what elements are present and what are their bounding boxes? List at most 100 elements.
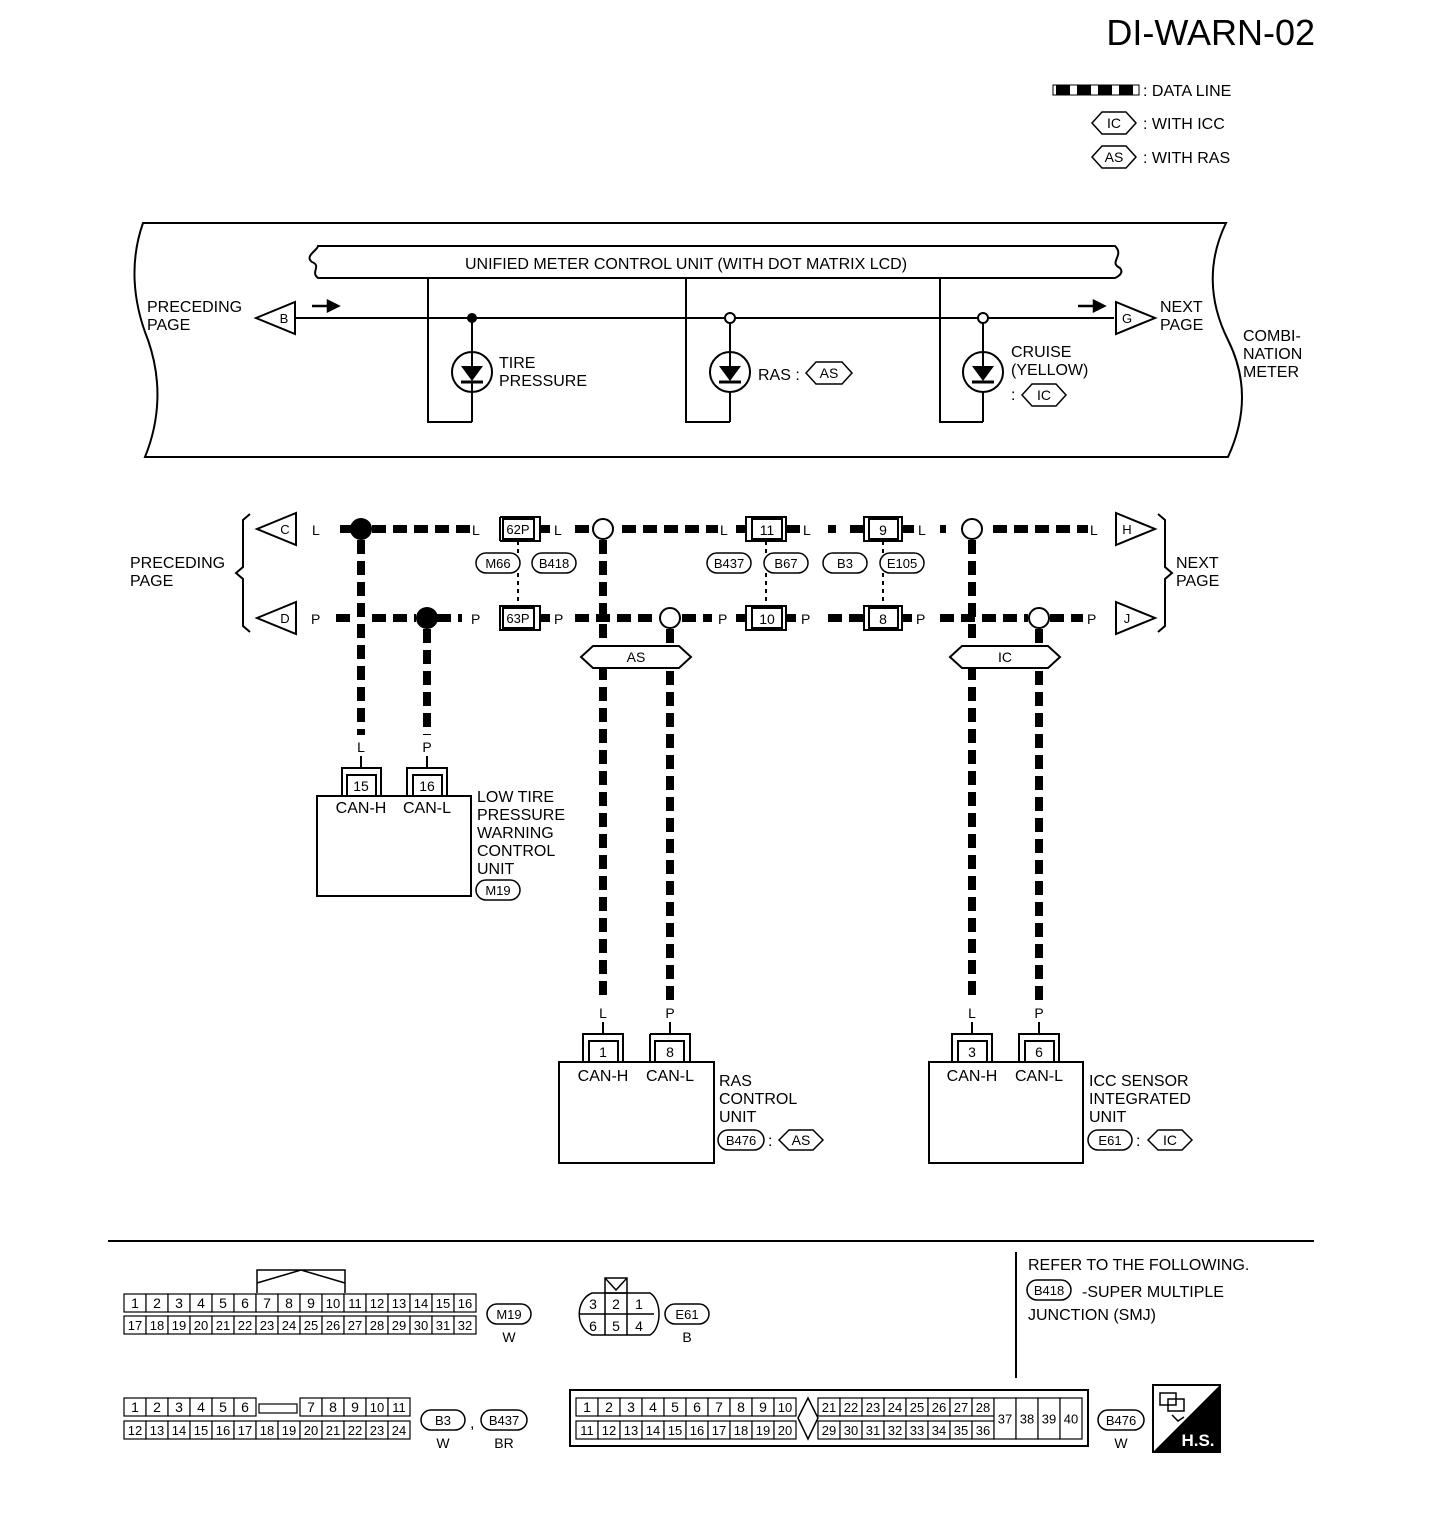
connector-m66-tag[interactable]: M66 bbox=[475, 552, 521, 574]
legend-ras-badge bbox=[1090, 145, 1138, 169]
can-connector-c[interactable] bbox=[254, 511, 297, 547]
tire-pressure-lamp-icon bbox=[451, 318, 493, 422]
wire-label-l-7: L bbox=[1090, 522, 1098, 538]
m19-pin-3: 3 bbox=[175, 1295, 183, 1311]
refer-connector-tag[interactable] bbox=[1026, 1279, 1072, 1301]
b476-pin-39: 39 bbox=[1042, 1412, 1056, 1427]
drop-label-l-icc: L bbox=[968, 1005, 976, 1021]
e61-pin-3: 3 bbox=[589, 1296, 597, 1312]
m19-pin-20: 20 bbox=[194, 1318, 208, 1333]
combination-meter-label-3: METER bbox=[1243, 364, 1299, 381]
e61-tag[interactable] bbox=[664, 1303, 710, 1325]
b476-tag[interactable] bbox=[1097, 1409, 1145, 1431]
b476-color: W bbox=[1114, 1435, 1128, 1451]
m19-tag[interactable] bbox=[486, 1303, 532, 1325]
connector-b418-label: B418 bbox=[539, 556, 569, 571]
m19-pin-17: 17 bbox=[128, 1318, 142, 1333]
m19-pin-16: 16 bbox=[458, 1296, 472, 1311]
b476-pin-25: 25 bbox=[910, 1400, 924, 1415]
pin-9-label: 9 bbox=[879, 522, 887, 538]
wire-label-l-1: L bbox=[312, 522, 320, 538]
b437-tag-label: B437 bbox=[489, 1413, 519, 1428]
connector-b437-tag[interactable]: B437 bbox=[706, 552, 752, 574]
icc-connector-label: E61 bbox=[1098, 1133, 1121, 1148]
ras-colon: : bbox=[768, 1133, 772, 1150]
low-tire-pressure-unit: 15 16 CAN-H CAN-L LOW TIRE PRESSURE WARN… bbox=[316, 767, 565, 901]
b476-pin-10: 10 bbox=[778, 1400, 792, 1415]
ras-pin-1: 1 bbox=[599, 1044, 607, 1060]
pin-9[interactable]: 9 bbox=[863, 516, 903, 542]
connector-b67-tag[interactable]: B67 bbox=[763, 552, 809, 574]
pin-11[interactable]: 11 bbox=[745, 516, 787, 542]
b476-pin-1: 1 bbox=[583, 1399, 591, 1415]
splice-p-ras bbox=[659, 607, 681, 629]
legend: : DATA LINE IC : WITH ICC AS : WITH RAS bbox=[1052, 83, 1231, 169]
low-tire-connector-tag[interactable] bbox=[475, 879, 521, 901]
b3-pin-11-cell bbox=[387, 1397, 411, 1417]
pin-8-label: 8 bbox=[879, 611, 887, 627]
branch-as-badge bbox=[579, 645, 693, 669]
b3-tag[interactable] bbox=[420, 1409, 466, 1431]
ras-connector-tag[interactable] bbox=[717, 1129, 765, 1151]
b3-pin-6-cell bbox=[233, 1397, 257, 1417]
ras-name-3: UNIT bbox=[719, 1109, 757, 1126]
legend-icc-badge-label: IC bbox=[1107, 115, 1121, 131]
m19-pin-26: 26 bbox=[326, 1318, 340, 1333]
wire-label-p-4: P bbox=[718, 611, 727, 627]
connector-b3-tag[interactable]: B3 bbox=[822, 552, 868, 574]
b437-tag[interactable] bbox=[480, 1409, 528, 1431]
can-connector-d[interactable] bbox=[254, 600, 297, 636]
splice-l-icc bbox=[961, 518, 983, 540]
b476-tag-label: B476 bbox=[1106, 1413, 1136, 1428]
m19-pin-7: 7 bbox=[263, 1295, 271, 1311]
legend-data-line-text: : DATA LINE bbox=[1143, 83, 1231, 100]
can-connector-h[interactable] bbox=[1115, 511, 1158, 547]
b476-pin-38: 38 bbox=[1020, 1412, 1034, 1427]
pin-62p[interactable]: 62P bbox=[499, 516, 541, 542]
splice-p-icc bbox=[1028, 607, 1050, 629]
legend-ras-badge-label: AS bbox=[1105, 149, 1124, 165]
b3-pin-9: 9 bbox=[351, 1399, 359, 1415]
m19-pin-12: 12 bbox=[370, 1296, 384, 1311]
b476-pin-14: 14 bbox=[646, 1423, 660, 1438]
m19-tag-label: M19 bbox=[496, 1307, 521, 1322]
m19-color: W bbox=[502, 1329, 516, 1345]
branch-ic-label: IC bbox=[998, 649, 1012, 665]
cruise-lamp-colon: : bbox=[1011, 387, 1015, 404]
connector-b3-label: B3 bbox=[837, 556, 853, 571]
can-connector-j[interactable] bbox=[1115, 600, 1158, 636]
m19-pin-13: 13 bbox=[392, 1296, 406, 1311]
b476-pin-18: 18 bbox=[734, 1423, 748, 1438]
b3-pin-21: 21 bbox=[326, 1423, 340, 1438]
meter-next-page-text: PAGE bbox=[1160, 317, 1203, 334]
b476-pin-2: 2 bbox=[605, 1399, 613, 1415]
b476-pin-32: 32 bbox=[888, 1423, 902, 1438]
pin-8[interactable]: 8 bbox=[863, 605, 903, 631]
e61-tag-label: E61 bbox=[675, 1307, 698, 1322]
m19-pin-2: 2 bbox=[153, 1295, 161, 1311]
b3-lock-slot bbox=[258, 1403, 298, 1414]
b476-pin-35: 35 bbox=[954, 1423, 968, 1438]
b437-color: BR bbox=[494, 1435, 513, 1451]
m19-pin-16-cell bbox=[453, 1293, 477, 1313]
e61-color: B bbox=[682, 1329, 691, 1345]
b476-key bbox=[797, 1396, 819, 1441]
e61-pin-2: 2 bbox=[612, 1296, 620, 1312]
meter-connector-b[interactable] bbox=[253, 300, 296, 336]
legend-ras-text: : WITH RAS bbox=[1143, 150, 1230, 167]
b3-pin-14: 14 bbox=[172, 1423, 186, 1438]
icc-connector-tag[interactable] bbox=[1087, 1129, 1133, 1151]
meter-connector-g[interactable] bbox=[1115, 300, 1158, 336]
m19-pin-6: 6 bbox=[241, 1295, 249, 1311]
connector-b418-tag[interactable]: B418 bbox=[531, 552, 577, 574]
pin-10[interactable]: 10 bbox=[745, 605, 787, 631]
e61-pin-1: 1 bbox=[635, 1296, 643, 1312]
pin-63p[interactable]: 63P bbox=[499, 605, 541, 631]
b476-pin-22: 22 bbox=[844, 1400, 858, 1415]
b476-pin-33: 33 bbox=[910, 1423, 924, 1438]
b476-pin-29: 29 bbox=[822, 1423, 836, 1438]
b476-pin-27: 27 bbox=[954, 1400, 968, 1415]
connector-e105-tag[interactable]: E105 bbox=[879, 552, 925, 574]
